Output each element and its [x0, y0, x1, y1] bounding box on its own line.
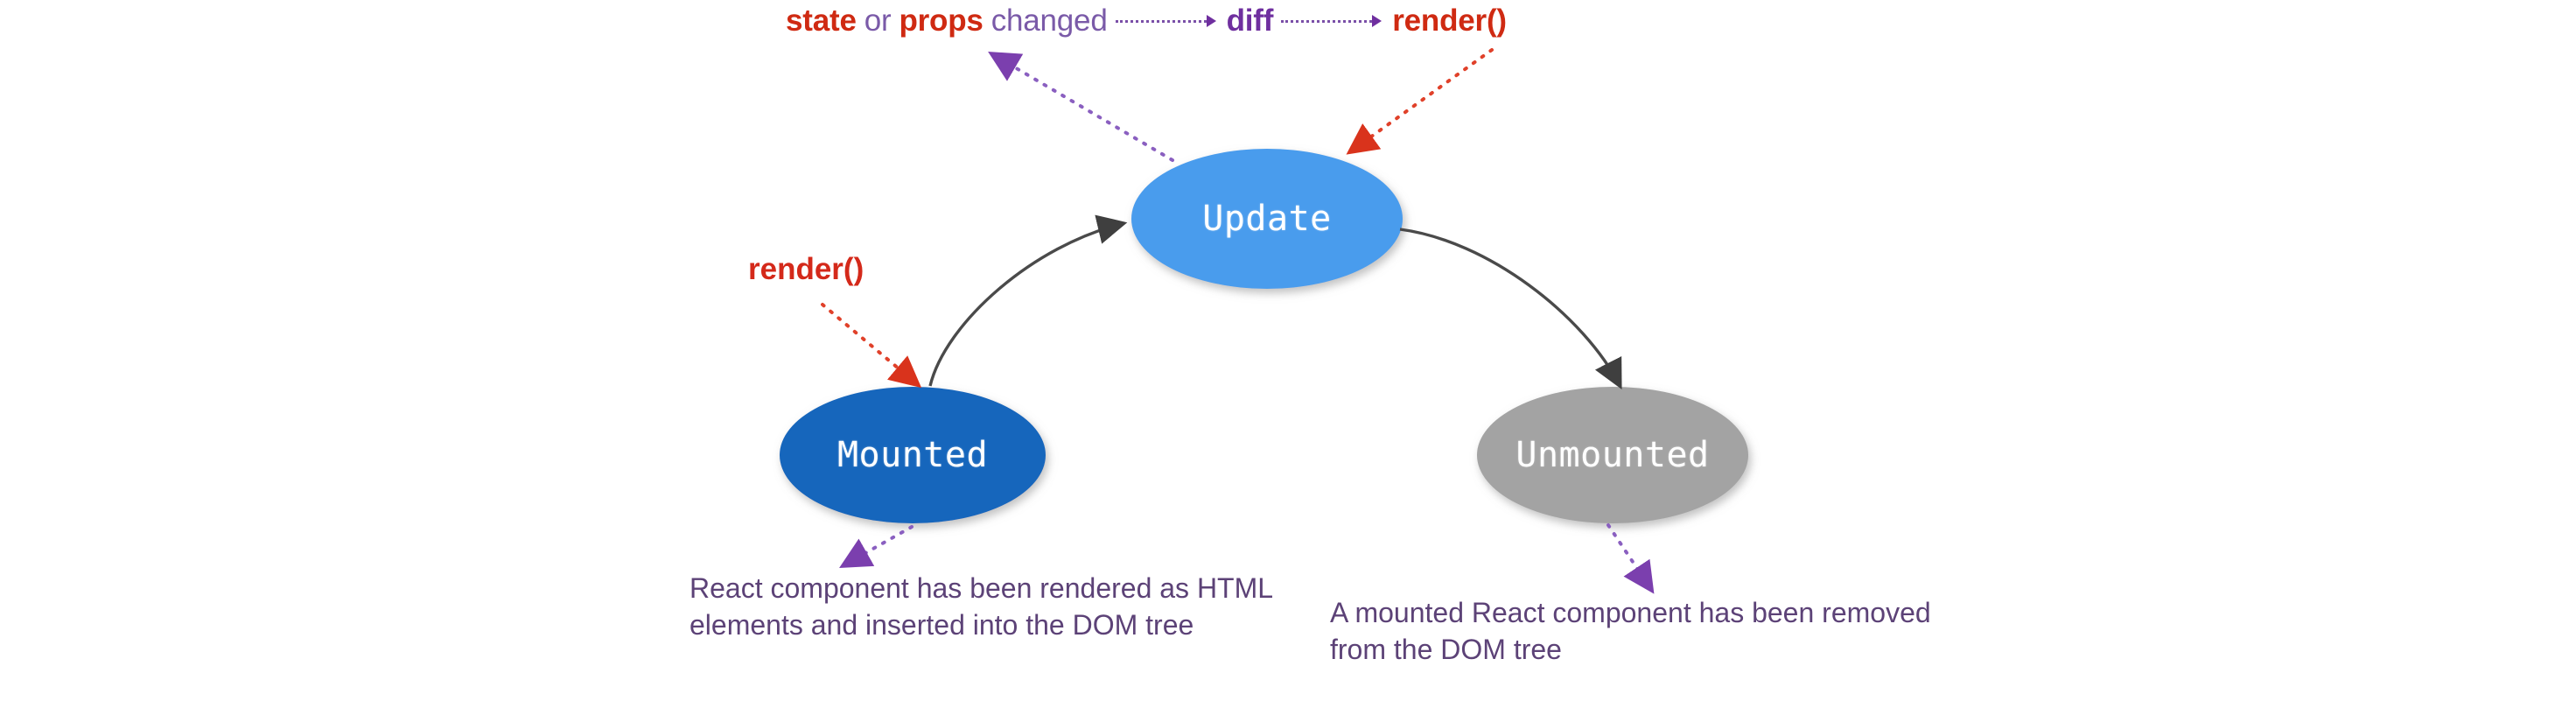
edge-render-top-to-update — [1346, 48, 1494, 155]
token-diff: diff — [1226, 4, 1274, 38]
token-props: props — [899, 4, 984, 38]
node-label-unmounted[interactable]: Unmounted — [1516, 435, 1710, 475]
edge-unmounted-to-description — [1606, 523, 1655, 594]
token-state: state — [786, 4, 857, 38]
node-mounted-shape[interactable] — [780, 387, 1046, 523]
edge-render-left-to-mounted — [821, 303, 922, 389]
label-render-left: render() — [748, 252, 864, 286]
edge-mounted-to-description — [839, 525, 914, 568]
dotted-connector-to-render — [1281, 12, 1384, 30]
dotted-connector-to-diff — [1115, 12, 1219, 30]
edge-update-to-top-expression — [988, 51, 1174, 162]
edge-mounted-to-update — [928, 214, 1128, 387]
node-label-mounted[interactable]: Mounted — [836, 435, 989, 475]
description-unmounted: A mounted React component has been remov… — [1330, 597, 1931, 665]
token-or: or — [864, 4, 892, 38]
node-unmounted-shape[interactable] — [1477, 387, 1748, 523]
node-update-shape[interactable] — [1131, 149, 1403, 289]
token-changed: changed — [990, 4, 1108, 38]
description-mounted: React component has been rendered as HTM… — [690, 572, 1272, 641]
top-flow-expression: state or props changed diff render() — [786, 4, 1507, 39]
token-render-top: render() — [1392, 4, 1507, 38]
node-label-update[interactable]: Update — [1202, 199, 1332, 239]
edge-update-to-unmounted — [1399, 228, 1622, 390]
